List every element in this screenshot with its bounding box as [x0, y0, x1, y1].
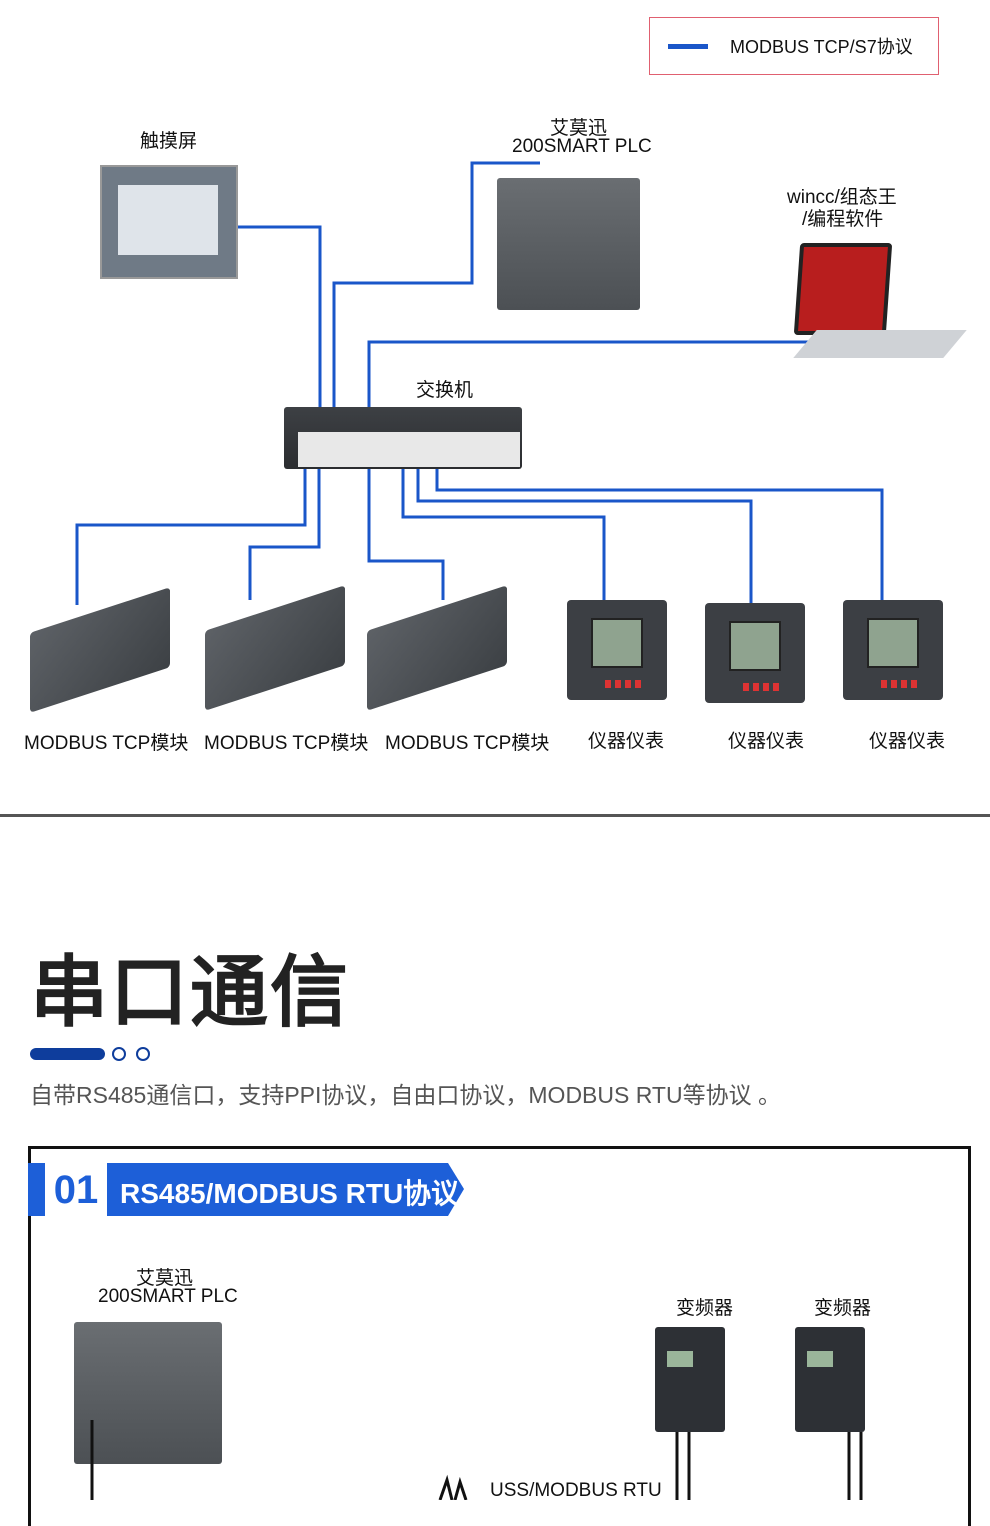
line-module-3 — [367, 465, 445, 600]
laptop-image — [793, 243, 893, 335]
drive-image-2 — [795, 1327, 865, 1432]
legend: MODBUS TCP/S7协议 — [649, 17, 939, 75]
meter-image-3 — [843, 600, 943, 700]
meter-image-2 — [705, 603, 805, 703]
section-title: RS485/MODBUS RTU协议 — [120, 1178, 460, 1209]
line-module-2 — [248, 465, 321, 600]
module-label-3: MODBUS TCP模块 — [385, 733, 550, 754]
title-dot-1 — [112, 1047, 126, 1061]
line-module-1 — [75, 465, 307, 605]
title-underline-bar — [30, 1048, 105, 1060]
serial-plc-image — [74, 1322, 222, 1464]
serial-title: 串口通信 — [30, 948, 351, 1036]
module-label-2: MODBUS TCP模块 — [204, 733, 369, 754]
drive-label-1: 变频器 — [676, 1298, 734, 1319]
plc-brand-label: 艾莫迅 — [550, 118, 608, 139]
module-label-1: MODBUS TCP模块 — [24, 733, 189, 754]
legend-label: MODBUS TCP/S7协议 — [730, 37, 913, 57]
bus-label: USS/MODBUS RTU — [490, 1480, 662, 1501]
line-hmi — [238, 225, 322, 440]
hmi-label: 触摸屏 — [140, 131, 198, 152]
serial-plc-model: 200SMART PLC — [98, 1286, 238, 1307]
drive-label-2: 变频器 — [814, 1298, 872, 1319]
line-meter-3 — [435, 465, 884, 600]
serial-bus-lines — [90, 1420, 863, 1500]
drive-image-1 — [655, 1327, 725, 1432]
legend-line-swatch — [668, 43, 708, 49]
laptop-keyboard — [793, 330, 967, 358]
meter-label-2: 仪器仪表 — [728, 731, 805, 752]
serial-plc-brand: 艾莫迅 — [136, 1268, 194, 1289]
switch-image — [284, 407, 522, 469]
touchscreen-image — [100, 165, 238, 279]
meter-label-1: 仪器仪表 — [588, 731, 665, 752]
software-label-1: wincc/组态王 — [787, 187, 897, 208]
title-dot-2 — [136, 1047, 150, 1061]
software-label-2: /编程软件 — [802, 209, 884, 230]
section-frame — [28, 1146, 971, 1526]
meter-image-1 — [567, 600, 667, 700]
plc-model-label: 200SMART PLC — [512, 136, 652, 157]
section-divider — [0, 814, 990, 817]
meter-label-3: 仪器仪表 — [869, 731, 946, 752]
switch-label: 交换机 — [416, 380, 474, 401]
serial-description: 自带RS485通信口，支持PPI协议，自由口协议，MODBUS RTU等协议 。 — [30, 1082, 781, 1108]
line-meter-1 — [401, 465, 606, 600]
plc-image — [497, 178, 640, 310]
line-meter-2 — [416, 465, 753, 603]
line-plc — [332, 161, 540, 440]
